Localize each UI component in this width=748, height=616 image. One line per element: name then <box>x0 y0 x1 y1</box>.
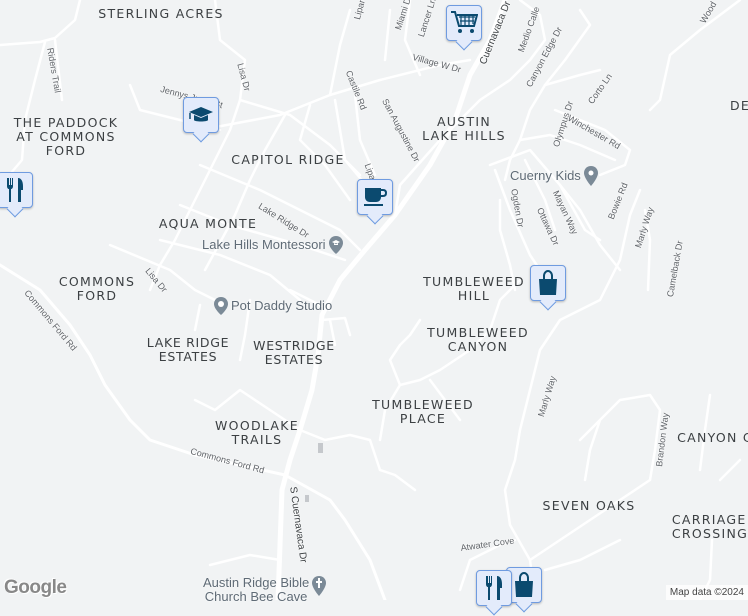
area-label-text: LAKE RIDGE ESTATES <box>146 335 230 364</box>
area-label-westridge-estates: WESTRIDGE ESTATES <box>253 339 335 367</box>
area-label-text: CARRIAGE CROSSING <box>671 512 748 541</box>
place-pot-daddy-studio[interactable]: Pot Daddy Studio <box>214 297 332 315</box>
map-roads[interactable] <box>0 0 748 600</box>
map-attribution[interactable]: Map data ©2024 <box>665 585 748 600</box>
area-label-seven-oaks: SEVEN OAKS <box>542 498 636 513</box>
commons-ford-rd-road <box>0 263 387 600</box>
building <box>318 443 323 453</box>
shopping-cart-icon <box>451 11 478 33</box>
area-label-austin-lake-hills: AUSTIN LAKE HILLS <box>422 115 506 143</box>
area-label-woodlake-trails: WOODLAKE TRAILS <box>215 419 299 447</box>
area-label-canyon: CANYON C <box>677 430 748 445</box>
place-label: Lake Hills Montessori <box>202 237 326 252</box>
marker-cafe[interactable] <box>357 179 393 215</box>
shopping-bag-icon <box>515 572 533 597</box>
shopping-bag-icon <box>539 270 557 295</box>
area-label-lake-ridge-estates: LAKE RIDGE ESTATES <box>147 336 229 364</box>
area-label-text: COMMONS FORD <box>58 274 136 303</box>
school-pin-icon <box>328 236 343 254</box>
building <box>305 495 309 502</box>
area-label-capitol-ridge: CAPITOL RIDGE <box>231 152 345 167</box>
marker-grocery[interactable] <box>446 5 482 41</box>
area-label-the-paddock: THE PADDOCK AT COMMONS FORD <box>14 116 119 158</box>
church-pin-icon <box>312 576 327 596</box>
art-pin-icon <box>214 297 228 315</box>
fork-knife-icon <box>486 576 502 600</box>
place-label: Pot Daddy Studio <box>231 298 333 313</box>
area-label-text: WESTRIDGE ESTATES <box>253 338 335 367</box>
place-label: Cuerny Kids <box>510 168 581 183</box>
cuernavaca-dr-road <box>275 0 508 600</box>
area-label-text: WOODLAKE TRAILS <box>215 418 299 447</box>
coffee-cup-icon <box>364 188 388 206</box>
marker-shop-south[interactable] <box>506 567 542 603</box>
area-label-de: DE <box>729 98 748 113</box>
fork-knife-icon <box>7 178 23 202</box>
marker-school[interactable] <box>183 97 219 133</box>
area-label-carriage-crossing: CARRIAGE CROSSING <box>672 513 748 541</box>
area-label-tumbleweed-place: TUMBLEWEED PLACE <box>372 398 474 426</box>
marker-restaurant-west[interactable] <box>0 172 33 208</box>
marker-shop[interactable] <box>530 265 566 301</box>
graduation-cap-icon <box>189 107 213 122</box>
area-label-tumbleweed-canyon: TUMBLEWEED CANYON <box>427 326 529 354</box>
area-label-text: THE PADDOCK AT COMMONS FORD <box>13 115 119 158</box>
area-label-text: AUSTIN LAKE HILLS <box>422 114 506 143</box>
area-label-commons-ford: COMMONS FORD <box>59 275 135 303</box>
area-label-text: TUMBLEWEED HILL <box>423 274 525 303</box>
area-label-text: TUMBLEWEED CANYON <box>427 325 529 354</box>
location-pin-icon <box>583 166 598 186</box>
area-label-tumbleweed-hill: TUMBLEWEED HILL <box>423 275 525 303</box>
area-label-text: TUMBLEWEED PLACE <box>372 397 474 426</box>
marker-restaurant-south[interactable] <box>476 570 512 606</box>
place-cuerny-kids[interactable]: Cuerny Kids <box>510 166 598 186</box>
area-label-aqua-monte: AQUA MONTE <box>158 216 258 231</box>
google-logo: Google <box>4 577 67 598</box>
area-label-sterling-acres: STERLING ACRES <box>98 6 224 21</box>
place-lake-hills-montessori[interactable]: Lake Hills Montessori <box>202 236 343 254</box>
